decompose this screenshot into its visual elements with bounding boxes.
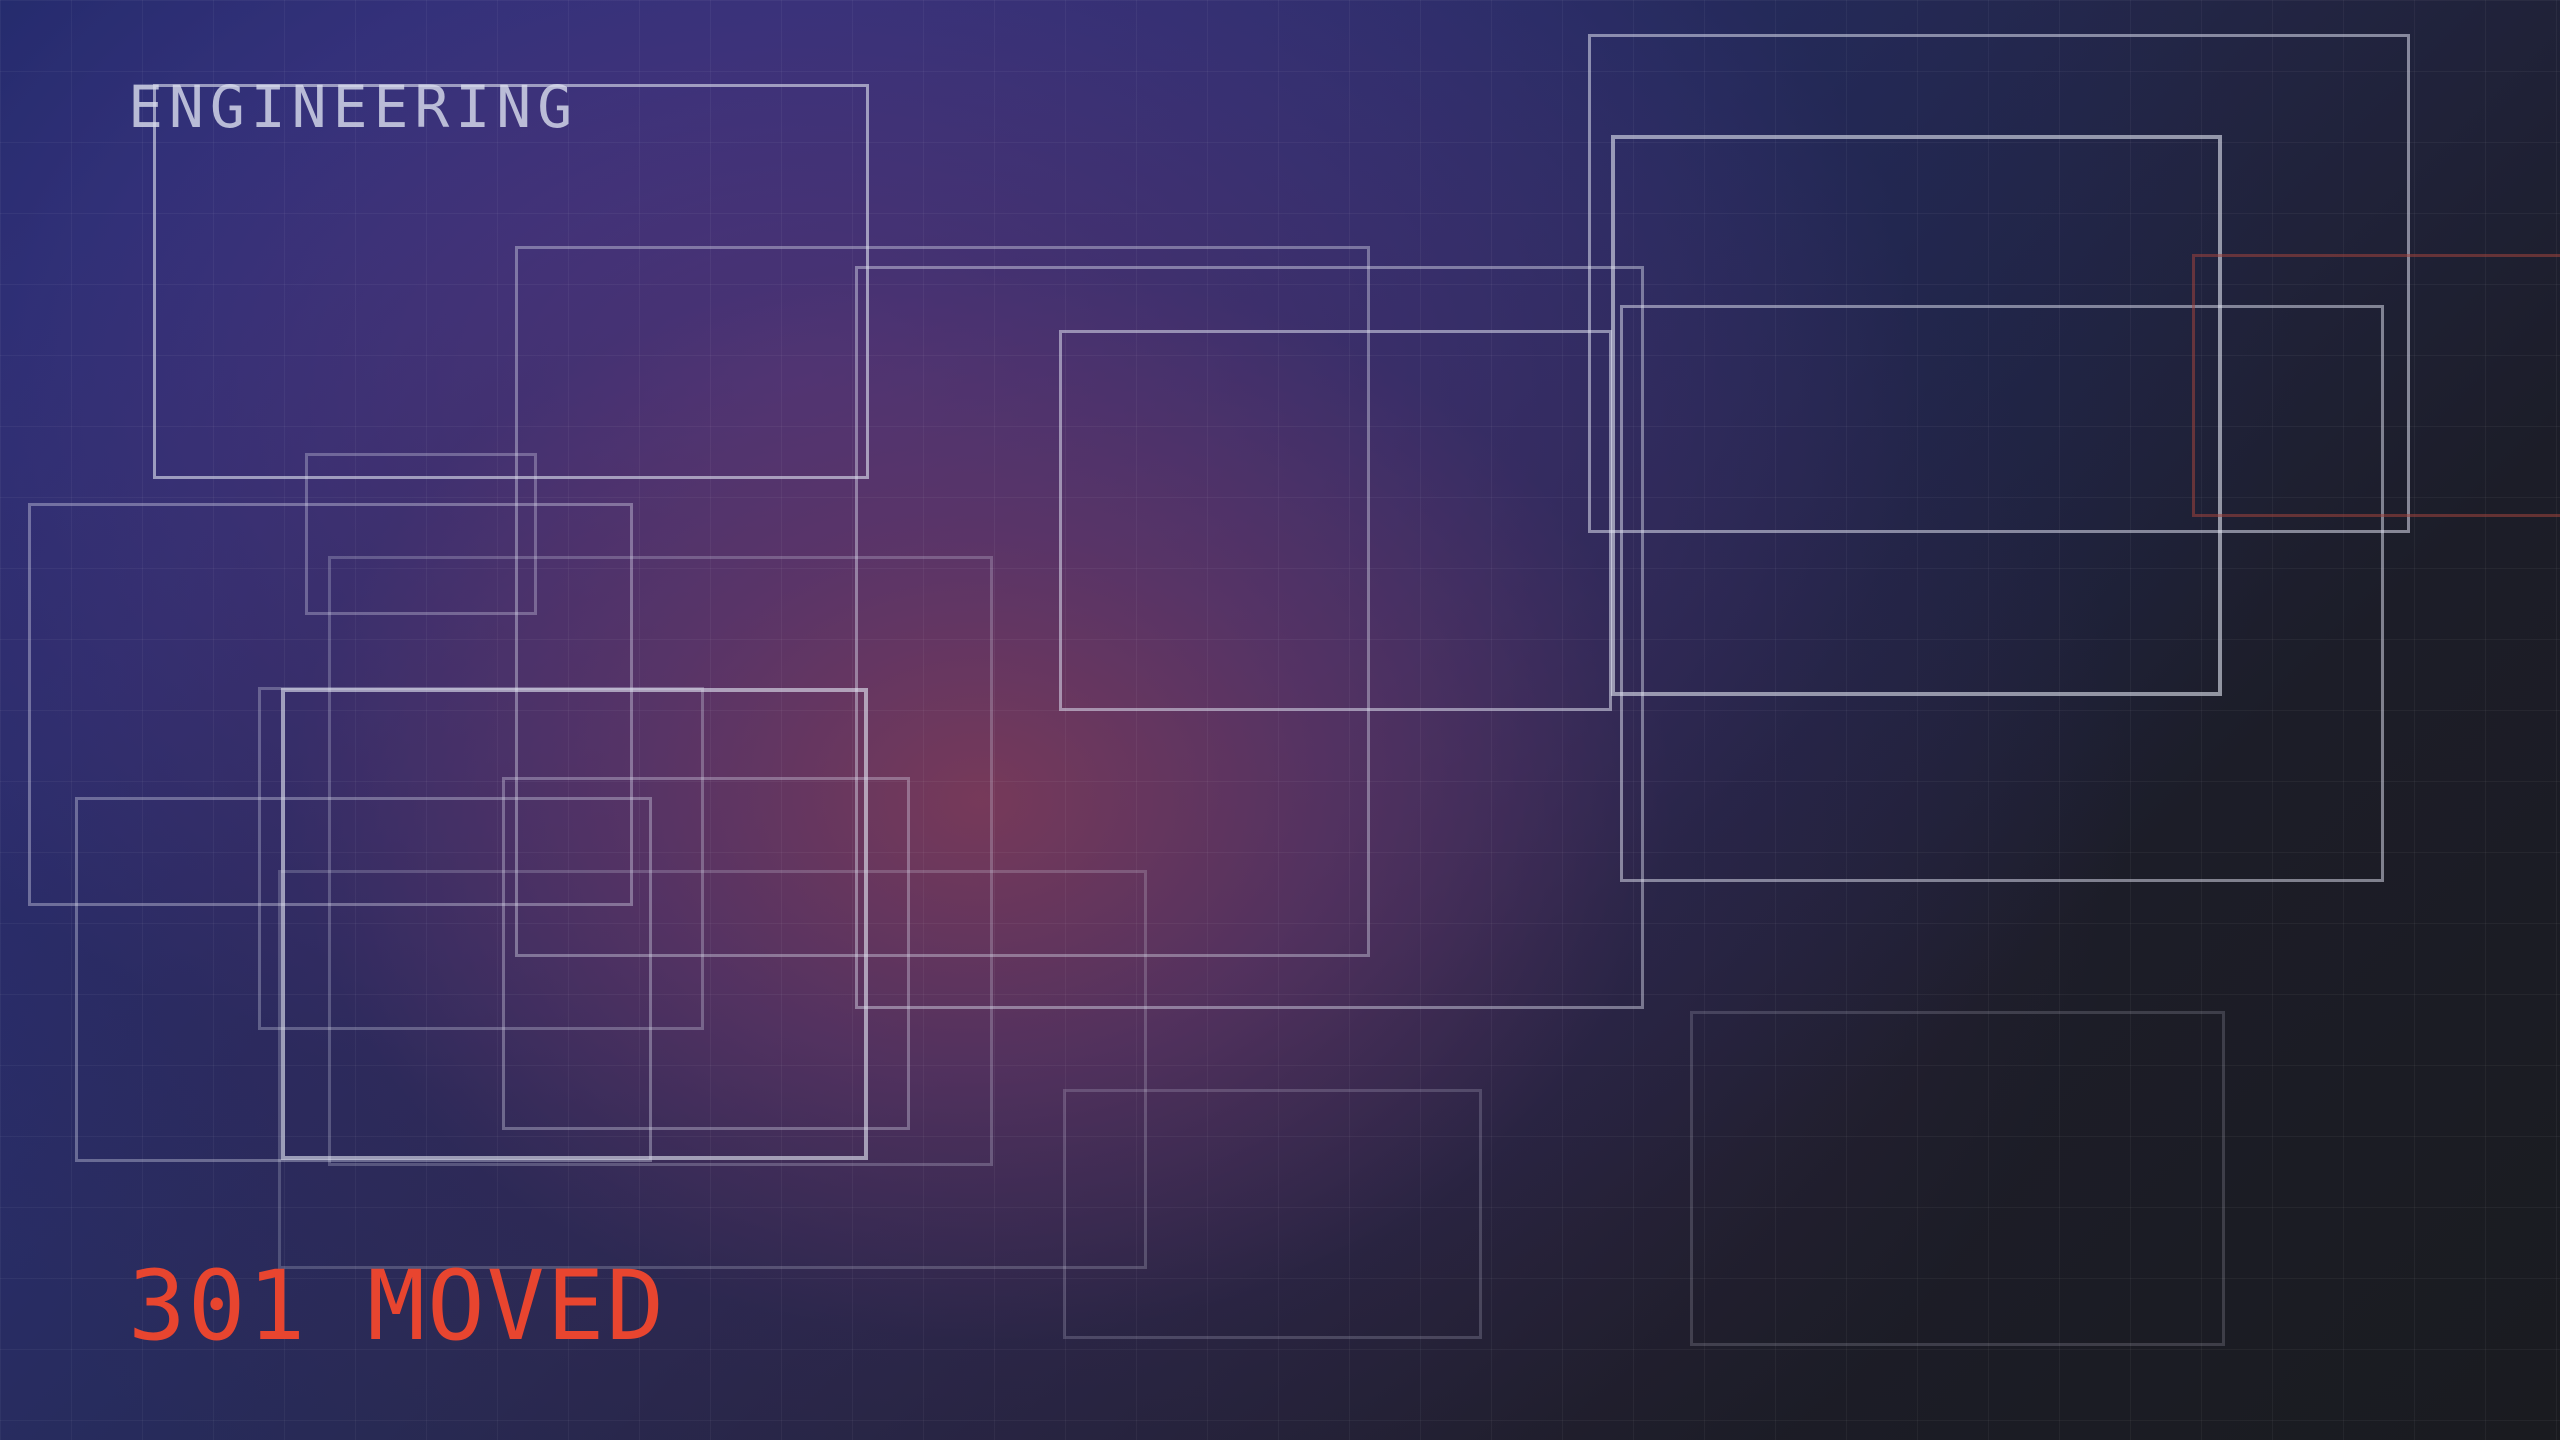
decorative-frame [281,688,868,1160]
decorative-frame [1690,1011,2225,1346]
decorative-frame [1588,34,2410,533]
decorative-frame [28,503,633,906]
decorative-frame [328,556,993,1166]
status-code-heading: 301 MOVED [128,1250,667,1362]
decorative-frame [1611,135,2222,696]
decorative-frame [305,453,537,615]
section-label: ENGINEERING [128,73,579,141]
decorative-frame-accent [2192,254,2560,517]
decorative-frame [1063,1089,1482,1339]
decorative-frame [258,687,704,1030]
decorative-frame [1620,305,2384,882]
decorative-frame [1059,330,1612,711]
decorative-frame [502,777,910,1130]
decorative-frame [153,84,869,479]
decorative-frame [75,797,652,1162]
decorative-frame [515,246,1370,957]
decorative-frame [855,266,1644,1009]
decorative-frame [278,870,1147,1269]
